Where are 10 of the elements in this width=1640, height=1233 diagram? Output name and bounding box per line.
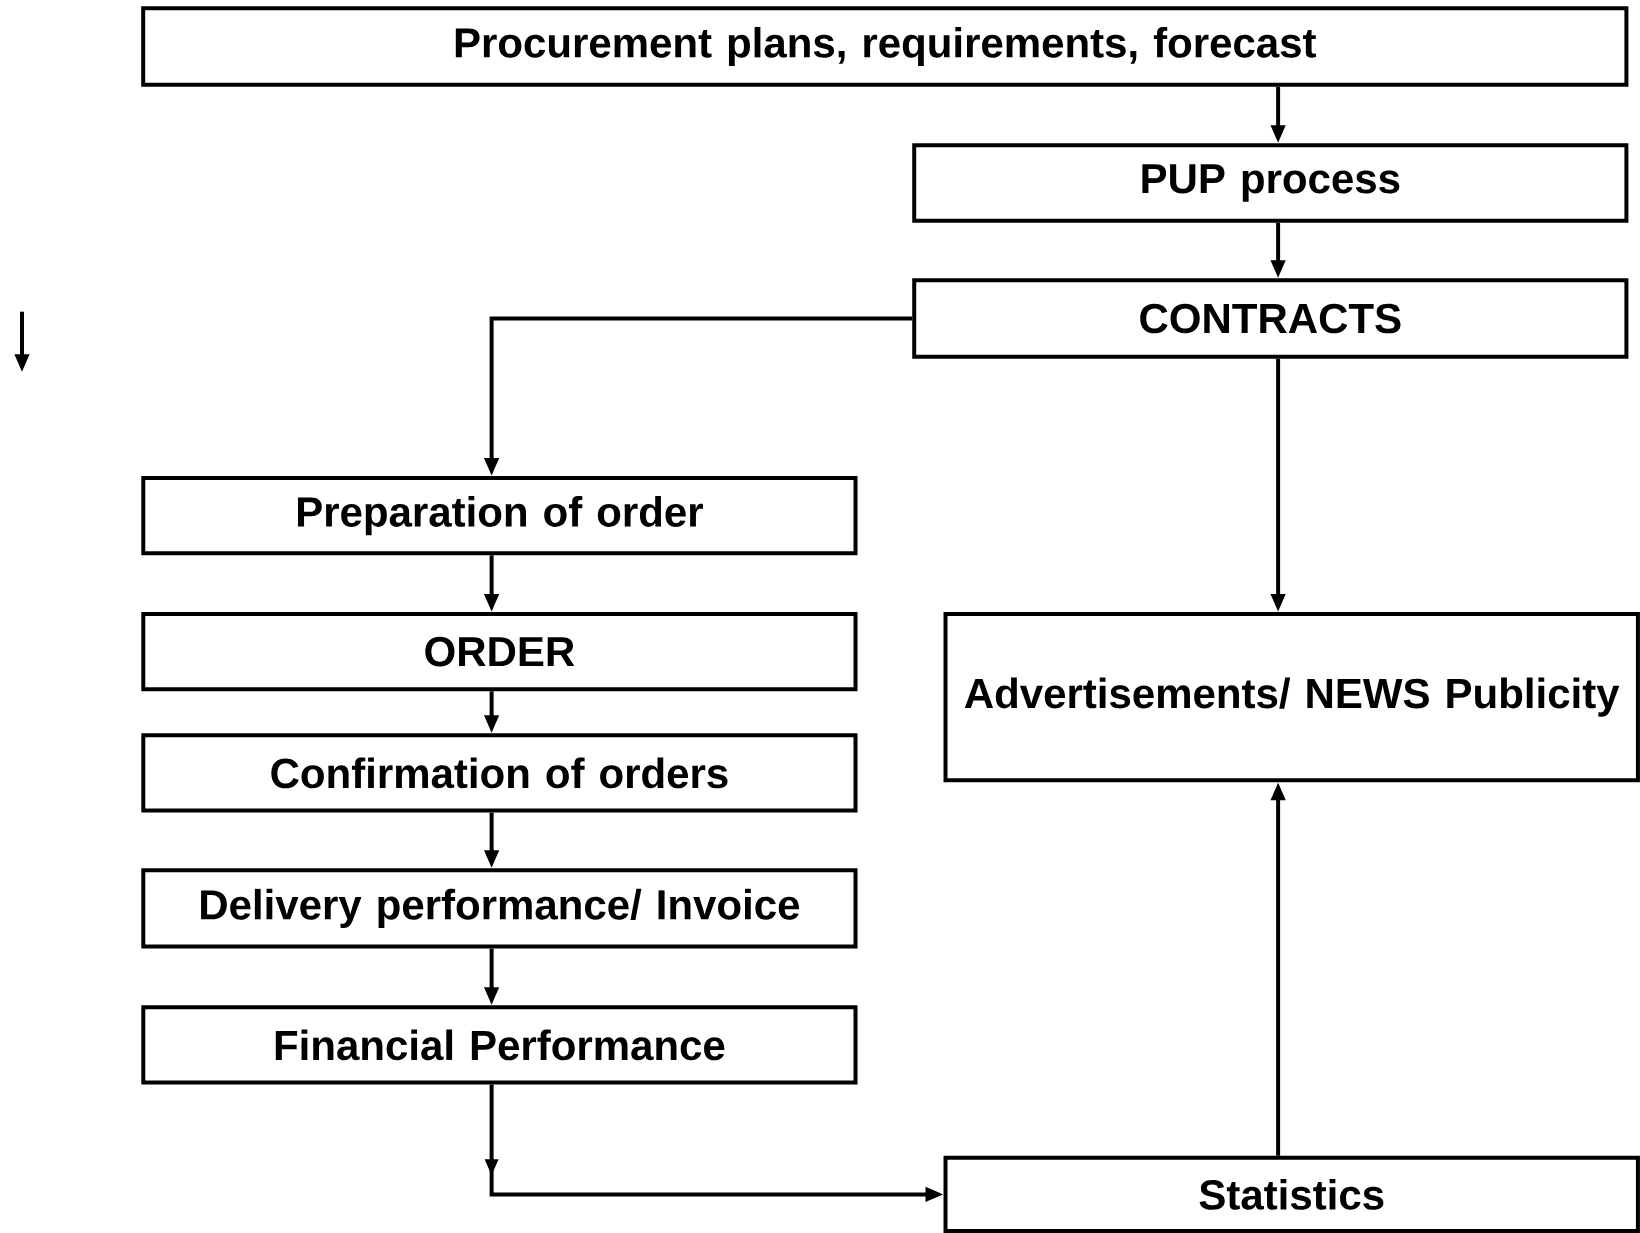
- process-box: PUP process: [912, 143, 1629, 223]
- process-box: Advertisements/ NEWS Publicity: [943, 611, 1640, 783]
- process-box: Procurement plans, requirements, forecast: [141, 6, 1629, 87]
- process-box: Preparation of order: [141, 475, 858, 556]
- process-box: Statistics: [943, 1155, 1640, 1233]
- process-box: ORDER: [141, 611, 858, 692]
- process-box: Confirmation of orders: [141, 733, 858, 813]
- process-box: CONTRACTS: [912, 278, 1629, 359]
- process-box: Financial Performance: [141, 1005, 858, 1085]
- process-box: Delivery performance/ Invoice: [141, 868, 858, 949]
